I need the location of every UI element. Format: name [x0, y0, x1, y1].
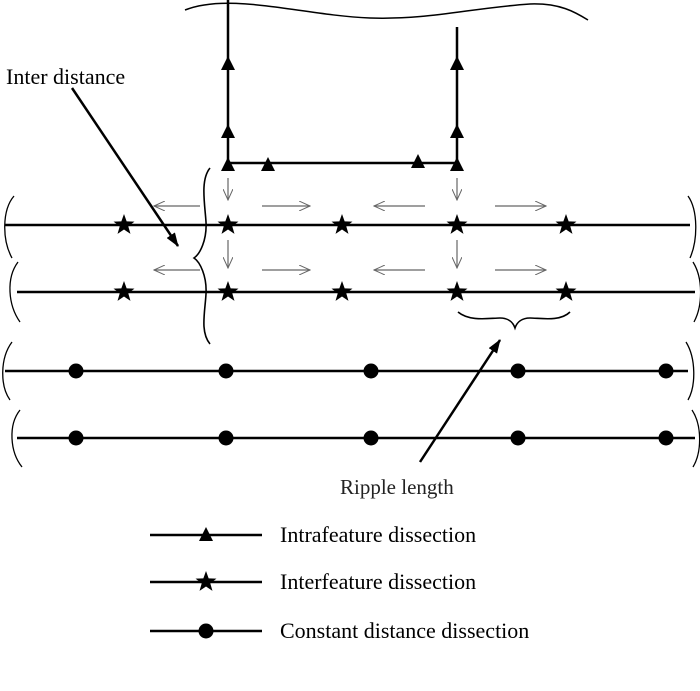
inter-distance-brace [192, 167, 211, 345]
triangle-marker [221, 124, 235, 138]
star-marker [195, 571, 217, 591]
ripple-length-pointer [418, 339, 502, 463]
star-marker [217, 214, 239, 234]
inter-distance-label: Inter distance [6, 64, 126, 89]
circle-marker [363, 363, 379, 379]
star-marker [446, 214, 468, 234]
circle-marker [68, 430, 84, 446]
interfeature-brackets [4, 195, 700, 323]
legend-circle-marker [198, 623, 214, 639]
triangle-marker [450, 56, 464, 70]
dissection-direction-arrows [154, 178, 546, 270]
star-marker [446, 281, 468, 301]
star-marker [113, 214, 135, 234]
circle-markers [68, 363, 674, 446]
circle-marker [363, 430, 379, 446]
star-marker [113, 281, 135, 301]
legend-symbols [150, 527, 262, 639]
star-marker [217, 281, 239, 301]
constant-distance-brackets [2, 341, 700, 468]
circle-marker [510, 430, 526, 446]
ripple-length-label: Ripple length [340, 475, 454, 499]
star-marker [331, 281, 353, 301]
inter-distance-pointer [70, 87, 180, 247]
triangle-marker [221, 56, 235, 70]
star-marker [331, 214, 353, 234]
legend-constant-distance-label: Constant distance dissection [280, 618, 530, 643]
star-markers [113, 214, 577, 301]
triangle-marker [411, 154, 425, 168]
triangle-markers [221, 56, 464, 171]
triangle-marker [261, 157, 275, 171]
triangle-marker [221, 157, 235, 171]
interfeature-lines [5, 223, 695, 294]
circle-marker [658, 430, 674, 446]
circle-marker [218, 363, 234, 379]
ripple-length-brace [457, 311, 571, 331]
triangle-marker [450, 124, 464, 138]
intrafeature-path [226, 0, 459, 165]
star-marker [555, 214, 577, 234]
legend-triangle-marker [199, 527, 213, 541]
circle-marker [510, 363, 526, 379]
legend-interfeature-label: Interfeature dissection [280, 569, 477, 594]
star-marker [555, 281, 577, 301]
feature-top-edge [184, 2, 589, 21]
constant-distance-lines [5, 369, 695, 440]
legend-star-marker [195, 571, 217, 591]
legend-intrafeature-label: Intrafeature dissection [280, 522, 477, 547]
circle-marker [658, 363, 674, 379]
triangle-marker [450, 157, 464, 171]
circle-marker [68, 363, 84, 379]
circle-marker [218, 430, 234, 446]
